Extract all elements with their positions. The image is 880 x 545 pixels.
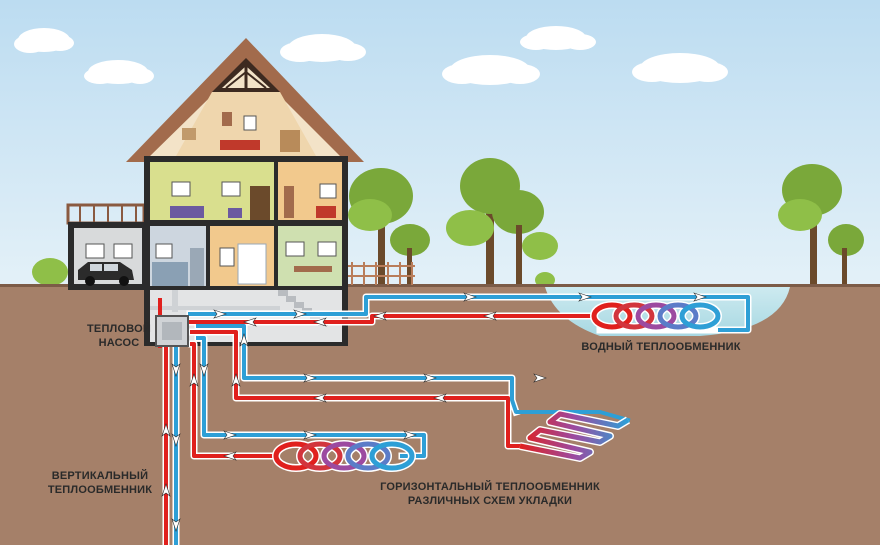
cloud-icon [632, 53, 728, 83]
flow-arrow-icon [483, 311, 497, 321]
heat-pump-label: ТЕПЛОВОЙ НАСОС [84, 322, 154, 350]
ground-line [0, 284, 880, 287]
flow-arrow-icon [433, 393, 447, 403]
flow-arrow-icon [161, 423, 171, 437]
horizontal-exchanger-label-line2: РАЗЛИЧНЫХ СХЕМ УКЛАДКИ [407, 495, 573, 507]
flow-arrow-icon [231, 373, 241, 387]
flow-arrow-icon [199, 363, 209, 377]
flow-arrow-icon [243, 317, 257, 327]
vertical-exchanger-label-line1: ВЕРТИКАЛЬНЫЙ [51, 470, 149, 482]
flow-arrow-icon [189, 373, 199, 387]
flow-arrow-icon [533, 373, 547, 383]
vertical-exchanger-label: ВЕРТИКАЛЬНЫЙ ТЕПЛООБМЕННИК [36, 469, 164, 497]
flow-arrow-icon [171, 518, 181, 532]
tree-icon [446, 158, 558, 285]
flow-arrow-icon [693, 292, 707, 302]
flow-arrow-icon [223, 430, 237, 440]
flow-arrow-icon [213, 309, 227, 319]
water-exchanger-label: ВОДНЫЙ ТЕПЛООБМЕННИК [581, 341, 741, 353]
tree-icon [778, 164, 864, 285]
water-coil [590, 301, 722, 331]
flow-arrow-icon [578, 292, 592, 302]
flow-arrows [161, 292, 707, 532]
horizontal-exchanger-label: ГОРИЗОНТАЛЬНЫЙ ТЕПЛООБМЕННИК РАЗЛИЧНЫХ С… [360, 480, 620, 508]
flow-arrow-icon [161, 483, 171, 497]
cloud-icon [442, 55, 540, 85]
flow-arrow-icon [303, 373, 317, 383]
flow-arrow-icon [223, 451, 237, 461]
flow-arrow-icon [171, 433, 181, 447]
flow-arrow-icon [403, 430, 417, 440]
flow-arrow-icon [303, 430, 317, 440]
cloud-icon [14, 28, 74, 53]
heat-pump-unit [155, 315, 189, 347]
flow-arrow-icon [313, 393, 327, 403]
heat-pump-label-line2: НАСОС [98, 337, 140, 349]
flow-arrow-icon [463, 292, 477, 302]
fence [348, 262, 415, 285]
flow-arrow-icon [313, 317, 327, 327]
vertical-exchanger-label-line2: ТЕПЛООБМЕННИК [47, 484, 153, 496]
cloud-icon [84, 60, 154, 84]
tree-icon [348, 168, 430, 285]
horizontal-exchanger-label-line1: ГОРИЗОНТАЛЬНЫЙ ТЕПЛООБМЕННИК [380, 481, 600, 493]
car-icon [78, 262, 134, 286]
cloud-icon [520, 26, 596, 50]
flow-arrow-icon [423, 373, 437, 383]
flow-arrow-icon [171, 363, 181, 377]
flow-arrow-icon [293, 309, 307, 319]
horizontal-coil [272, 440, 416, 472]
flow-arrow-icon [373, 311, 387, 321]
flow-arrow-icon [239, 333, 249, 347]
cloud-icon [280, 34, 366, 62]
heat-pump-label-line1: ТЕПЛОВОЙ [87, 323, 151, 335]
snake-loop [519, 410, 631, 462]
